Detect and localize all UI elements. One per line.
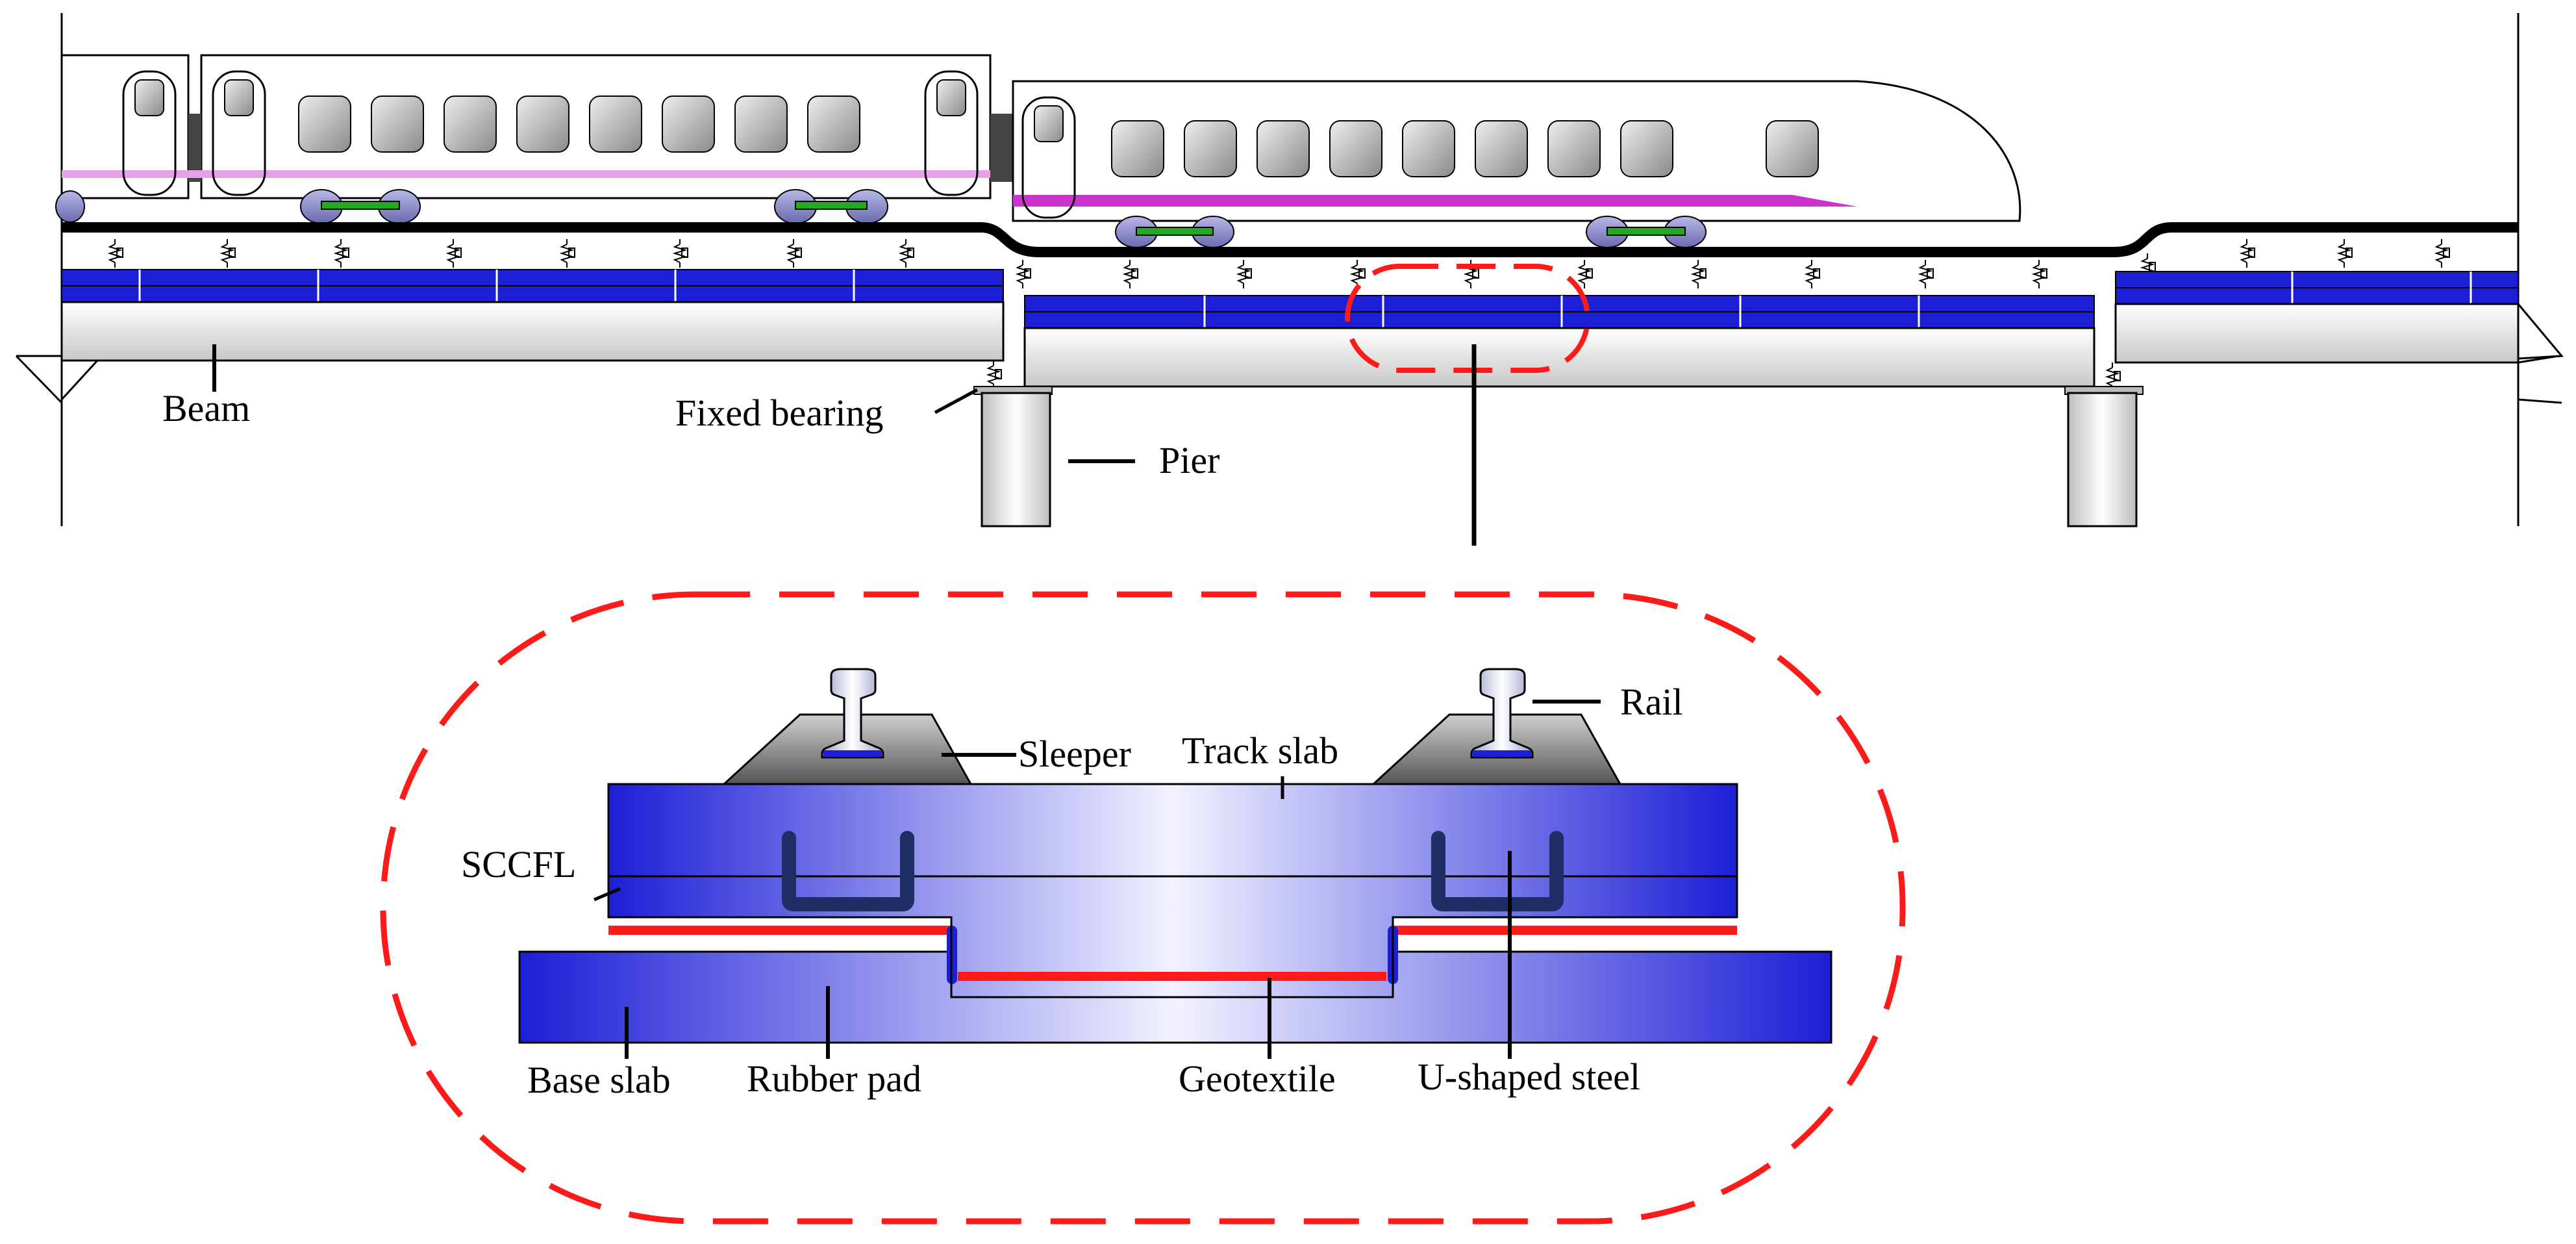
pier-left — [981, 392, 1051, 527]
fastener-spring — [1017, 260, 1031, 288]
bridge-elevation: Beam Fixed bearing Pier — [15, 13, 2564, 546]
label-geotextile: Geotextile — [1179, 1058, 1336, 1100]
window — [807, 95, 860, 153]
train-stripe-1 — [62, 170, 990, 178]
fixed-bearing-leader — [934, 388, 979, 414]
window — [1184, 120, 1237, 177]
window — [1329, 120, 1382, 177]
wheel — [55, 190, 85, 223]
rail-right — [1470, 668, 1534, 759]
fastener-spring — [447, 239, 462, 268]
piers — [981, 392, 2138, 527]
train-stripe-2 — [1013, 195, 1857, 207]
track-slabs — [61, 269, 2519, 329]
bogie-frame — [795, 201, 868, 210]
fastener-spring — [2338, 239, 2353, 268]
label-rail: Rail — [1620, 681, 1683, 723]
door-3 — [924, 70, 979, 196]
fastener-spring — [1919, 260, 1934, 288]
fastener-spring — [561, 239, 575, 268]
pier-right — [2067, 392, 2138, 527]
label-rubber-pad: Rubber pad — [747, 1058, 921, 1100]
fastener-spring — [1238, 260, 1252, 288]
fastener-spring — [2033, 260, 2047, 288]
window — [1257, 120, 1310, 177]
fastener-spring — [788, 239, 802, 268]
door-1 — [122, 70, 177, 196]
label-u-shaped-steel: U-shaped steel — [1418, 1056, 1640, 1098]
fastener-spring — [900, 239, 914, 268]
fastener-spring — [1692, 260, 1707, 288]
door-window — [134, 79, 164, 116]
fastener-spring — [2436, 239, 2450, 268]
window — [662, 95, 715, 153]
beam-left — [60, 301, 1005, 362]
window — [1547, 120, 1601, 177]
sccfl-leader — [594, 887, 621, 902]
track-slab — [607, 783, 1738, 878]
door-window — [1034, 105, 1064, 142]
bogies — [55, 189, 1707, 248]
detail-highlight-small — [1345, 264, 1590, 373]
door-window — [936, 79, 966, 116]
rail-left — [821, 668, 884, 759]
window — [298, 95, 351, 153]
bogie-frame — [1607, 227, 1686, 236]
beams — [15, 301, 2564, 526]
door-4 — [1021, 96, 1076, 219]
window — [1402, 120, 1455, 177]
label-beam: Beam — [162, 387, 250, 429]
fastener-spring — [221, 239, 236, 268]
window — [1620, 120, 1673, 177]
label-pier: Pier — [1159, 439, 1219, 481]
bogie-frame — [321, 201, 400, 210]
window — [516, 95, 569, 153]
fastener-spring — [109, 239, 123, 268]
door-window — [224, 79, 254, 116]
label-base-slab: Base slab — [527, 1059, 671, 1101]
fastener-spring — [2241, 239, 2255, 268]
window — [1766, 120, 1819, 177]
fastener-spring — [1579, 260, 1593, 288]
bogie-frame — [1136, 227, 1214, 236]
window — [589, 95, 642, 153]
window — [1475, 120, 1528, 177]
beam-right — [2114, 303, 2520, 364]
car-2-windows — [298, 95, 860, 153]
u-shaped-steel-left — [782, 831, 914, 911]
label-sccfl: SCCFL — [461, 843, 576, 885]
train — [55, 54, 2021, 248]
fastener-spring — [1124, 260, 1138, 288]
track-cross-section-detail: Rail Sleeper Track slab SCCFL Base slab … — [380, 591, 1906, 1225]
door-2 — [212, 70, 266, 196]
label-track-slab: Track slab — [1182, 730, 1338, 772]
window — [734, 95, 788, 153]
car-connector-2 — [188, 114, 201, 182]
rail-line — [62, 222, 2518, 257]
fastener-spring — [674, 239, 688, 268]
fastener-spring — [335, 239, 349, 268]
window — [1111, 120, 1164, 177]
fixed-bearing-spring — [988, 361, 1002, 389]
car-connector — [990, 114, 1013, 182]
fastener-spring — [1806, 260, 1820, 288]
lead-car-windows — [1111, 120, 1819, 177]
detail-highlight-large — [380, 591, 1906, 1225]
u-shaped-steel-right — [1431, 831, 1564, 911]
window — [444, 95, 497, 153]
window — [371, 95, 424, 153]
label-sleeper: Sleeper — [1018, 733, 1131, 775]
beam-middle — [1023, 327, 2095, 388]
label-fixed-bearing: Fixed bearing — [675, 392, 884, 434]
